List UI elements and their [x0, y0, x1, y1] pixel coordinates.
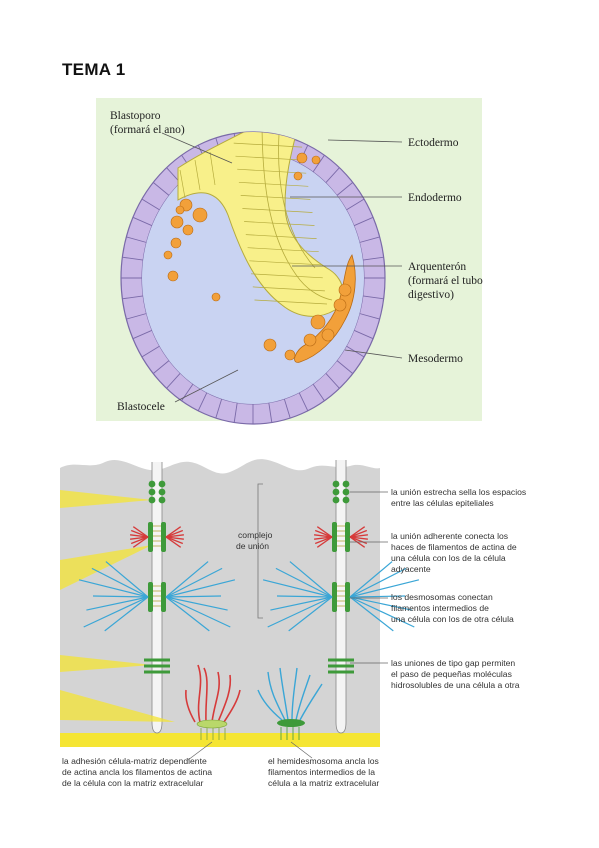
- label-tight-junction-2: entre las células epiteliales: [391, 498, 494, 508]
- label-hemidesmosome-2: filamentos intermedios de la: [268, 767, 375, 777]
- tight-junction-bead: [332, 480, 340, 488]
- tight-junction-bead: [342, 496, 350, 504]
- label-ectodermo: Ectodermo: [408, 137, 459, 149]
- label-gap-2: el paso de pequeñas moléculas: [391, 669, 512, 679]
- tight-junction-bead: [332, 488, 340, 496]
- label-hemidesmosome-1: el hemidesmosoma ancla los: [268, 756, 379, 766]
- complex-brace: [257, 483, 263, 619]
- label-hemidesmosome-3: célula a la matriz extracelular: [268, 778, 379, 788]
- hemidesmosome: [257, 667, 323, 740]
- tight-junction-bead: [342, 480, 350, 488]
- extracellular-matrix: [60, 733, 380, 747]
- adherens-junction: [130, 522, 184, 552]
- cell-junctions-figure: complejo de unión la unión estrecha sell…: [60, 450, 540, 795]
- tight-junction-bead: [148, 488, 156, 496]
- label-arquenteron: Arquenterón: [408, 261, 466, 273]
- label-complejo: complejo: [238, 530, 273, 540]
- label-adhesion-2: de actina ancla los filamentos de actina: [62, 767, 212, 777]
- label-desmosome-1: los desmosomas conectan: [391, 592, 493, 602]
- tight-junction-bead: [158, 496, 166, 504]
- label-arquenteron-note-1: (formará el tubo: [408, 275, 483, 287]
- label-adherens-4: adyacente: [391, 564, 431, 574]
- tight-junction-bead: [332, 496, 340, 504]
- tight-junction-bead: [158, 480, 166, 488]
- tight-junction-bead: [148, 496, 156, 504]
- label-adherens-1: la unión adherente conecta los: [391, 531, 508, 541]
- mesoderm-cells: [163, 152, 356, 363]
- gap-junction: [328, 658, 354, 674]
- endoderm-layer: [177, 132, 344, 317]
- gap-junction: [144, 658, 170, 674]
- tight-junction-bead: [158, 488, 166, 496]
- figure2-leader-lines: [187, 491, 388, 761]
- label-desmosome-2: filamentos intermedios de: [391, 603, 489, 613]
- page-title: TEMA 1: [62, 60, 126, 79]
- epithelial-cells: [60, 459, 380, 735]
- label-desmosome-3: una célula con los de otra célula: [391, 614, 514, 624]
- label-blastocele: Blastocele: [117, 401, 165, 413]
- light-beams: [60, 490, 175, 722]
- label-blastoporo: Blastoporo: [110, 110, 161, 122]
- figure1-leader-lines: [161, 132, 403, 403]
- tight-junction-bead: [148, 480, 156, 488]
- label-blastoporo-note: (formará el ano): [110, 124, 185, 136]
- label-gap-3: hidrosolubles de una célula a otra: [391, 680, 520, 690]
- junctions-left: [78, 480, 236, 674]
- label-adherens-3: una célula con los de la célula: [391, 553, 506, 563]
- desmosome: [78, 561, 236, 632]
- tight-junction-bead: [342, 488, 350, 496]
- label-tight-junction-1: la unión estrecha sella los espacios: [391, 487, 526, 497]
- label-arquenteron-note-2: digestivo): [408, 289, 454, 301]
- label-mesodermo: Mesodermo: [408, 353, 463, 365]
- gastrula-figure: Blastoporo (formará el ano) Ectodermo En…: [96, 98, 483, 425]
- label-adhesion-1: la adhesión célula-matriz dependiente: [62, 756, 207, 766]
- adherens-junction: [314, 522, 368, 552]
- label-adhesion-3: de la célula con la matriz extracelular: [62, 778, 204, 788]
- label-adherens-2: haces de filamentos de actina de: [391, 542, 517, 552]
- desmosome: [262, 561, 420, 632]
- label-gap-1: las uniones de tipo gap permiten: [391, 658, 515, 668]
- cell-matrix-adhesion: [185, 664, 241, 740]
- label-endodermo: Endodermo: [408, 192, 462, 204]
- junctions-right: [262, 480, 420, 674]
- label-de-union: de unión: [236, 541, 269, 551]
